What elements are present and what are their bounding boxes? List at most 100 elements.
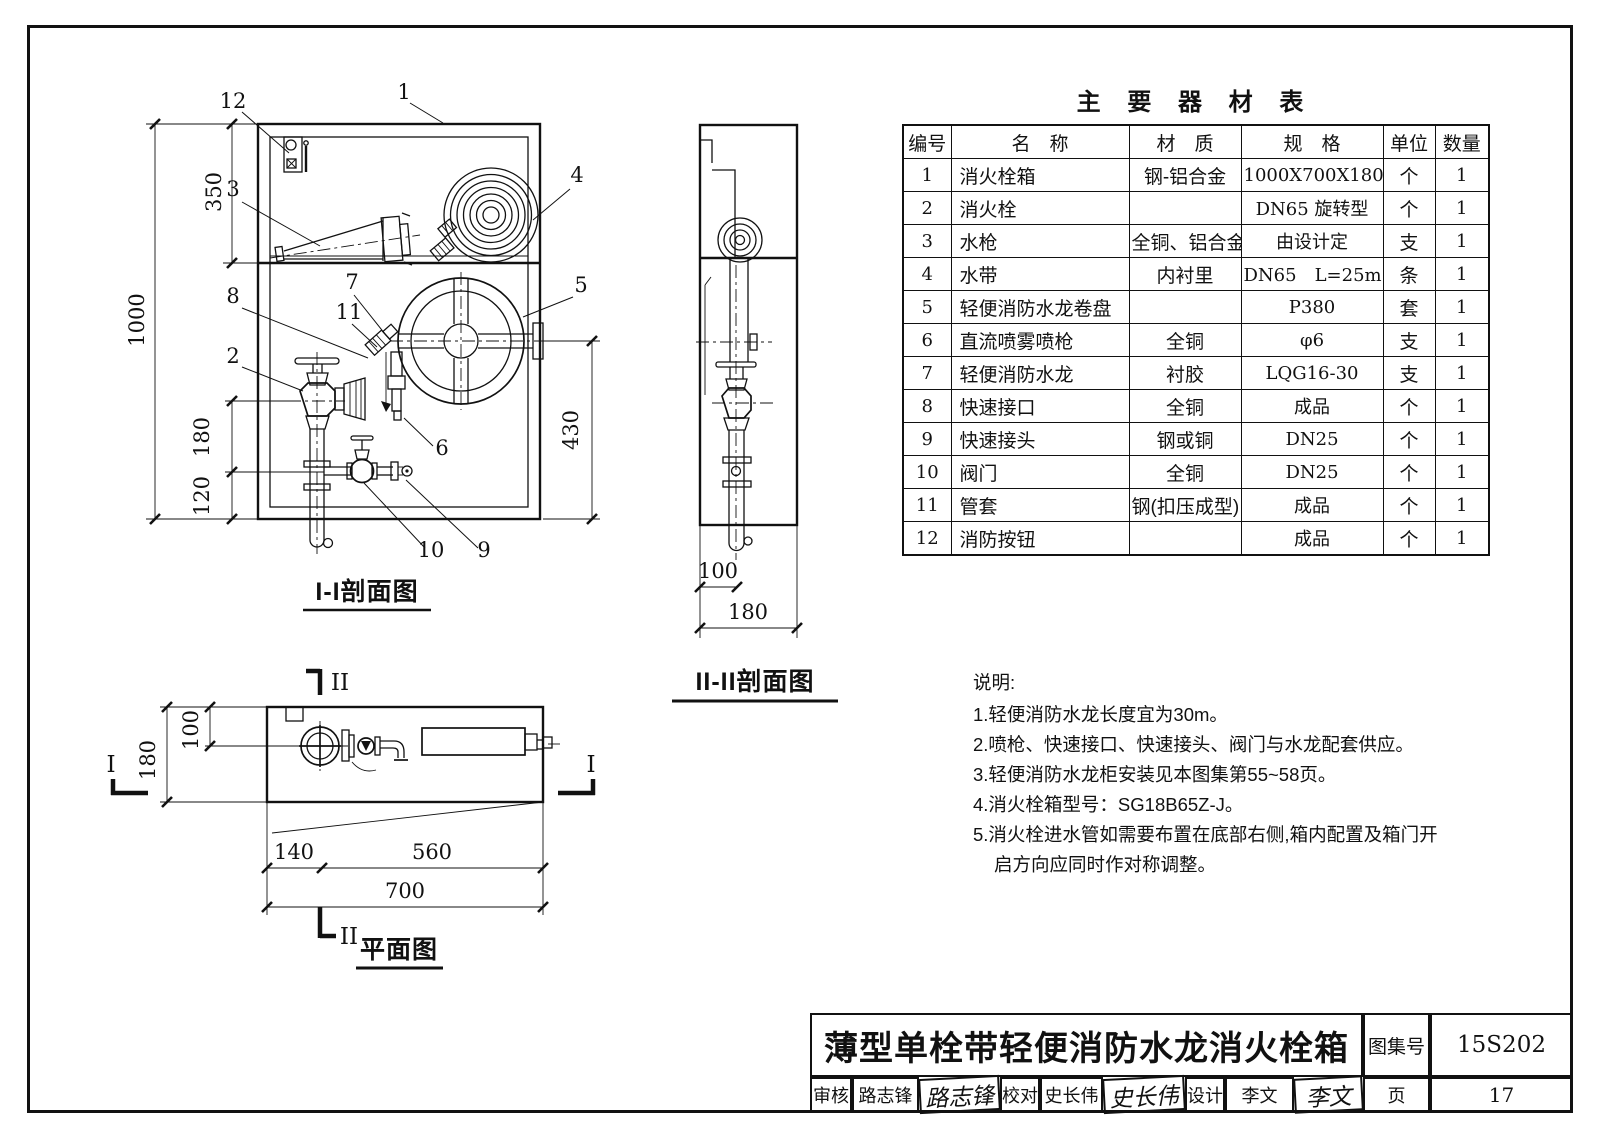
note-item: 2.喷枪、快速接口、快速接头、阀门与水龙配套供应。 [973, 734, 1414, 755]
designer-name: 李文 [1225, 1077, 1294, 1112]
col-header-unit: 单位 [1382, 124, 1436, 159]
notes-title: 说明: [973, 672, 1016, 693]
design-label: 设计 [1185, 1077, 1225, 1112]
mark-i-right: I [586, 752, 595, 778]
branch-valve [225, 435, 413, 484]
note-item: 5.消火栓进水管如需要布置在底部右侧,箱内配置及箱门开启方向应同时作对称调整。 [973, 824, 1438, 875]
reel-axle-bracket [532, 322, 544, 360]
dim-100-ii: 100 [698, 559, 738, 583]
mark-ii-bottom: II [340, 924, 358, 950]
part-label-8: 8 [226, 284, 239, 308]
col-header-spec: 规 格 [1240, 124, 1384, 159]
riser-side-view [696, 258, 775, 560]
cabinet-plan-outline [265, 705, 545, 804]
note-item: 4.消火栓箱型号：SG18B65Z-J。 [973, 794, 1244, 815]
atlas-no-label: 图集号 [1363, 1013, 1430, 1077]
dimension-lines-ii [694, 525, 803, 638]
dimension-lines [146, 118, 600, 525]
dim-700-plan: 700 [385, 879, 425, 903]
part-label-4: 4 [570, 163, 583, 187]
note-item: 3.轻便消防水龙柜安装见本图集第55~58页。 [973, 764, 1337, 785]
water-gun [269, 212, 421, 266]
dim-140-plan: 140 [274, 840, 314, 864]
hose-sleeve-connector [364, 323, 399, 357]
mark-ii-top: II [331, 670, 349, 696]
page-label: 页 [1363, 1077, 1430, 1112]
title-block: 薄型单栓带轻便消防水龙消火栓箱 图集号 15S202 审核 路志锋 路志锋 校对… [810, 1013, 1573, 1115]
part-label-6: 6 [435, 436, 448, 460]
mark-i-left: I [106, 752, 115, 778]
spray-nozzle-gun [381, 351, 406, 421]
part-label-5: 5 [574, 273, 587, 297]
coil-side-view [717, 217, 763, 263]
part-label-12: 12 [220, 89, 247, 113]
part-label-11: 11 [336, 300, 363, 324]
leader-lines [241, 102, 574, 549]
notes-section: 说明: 1.轻便消防水龙长度宜为30m。 2.喷枪、快速接口、快速接头、阀门与水… [973, 668, 1451, 880]
section-cut-marks [110, 668, 596, 939]
table-header-row: 编号 名 称 材 质 规 格 单位 数量 [902, 124, 1490, 159]
check-label: 校对 [1000, 1077, 1040, 1112]
section-i-i-caption: I-I剖面图 [315, 578, 418, 606]
section-ii-ii-view: 100 180 II-II剖面图 [672, 123, 838, 703]
checker-name: 史长伟 [1040, 1077, 1103, 1112]
coiled-hose [429, 167, 539, 263]
atlas-no-value: 15S202 [1430, 1013, 1573, 1077]
dim-100-plan: 100 [179, 710, 203, 750]
col-header-material: 材 质 [1128, 124, 1242, 159]
plan-caption: 平面图 [360, 936, 438, 964]
checker-signature: 史长伟 [1102, 1074, 1186, 1115]
review-label: 审核 [810, 1077, 852, 1112]
valve-wheel-plan [293, 721, 348, 771]
reel-plan [421, 727, 560, 756]
reviewer-name: 路志锋 [852, 1077, 919, 1112]
hose-reel [390, 272, 556, 410]
valve-body-plan [341, 729, 408, 772]
dim-560-plan: 560 [412, 840, 452, 864]
cabinet-inner-line [269, 136, 529, 508]
col-header-no: 编号 [902, 124, 952, 159]
dim-180-ii: 180 [728, 600, 768, 624]
cabinet-outline [256, 122, 542, 521]
hose-coupling [429, 218, 458, 262]
section-ii-ii-caption: II-II剖面图 [695, 668, 814, 696]
dim-1000: 1000 [125, 293, 149, 346]
reviewer-signature: 路志锋 [918, 1074, 1001, 1115]
col-header-qty: 数量 [1434, 124, 1490, 159]
dimension-lines-plan [160, 701, 549, 915]
designer-signature: 李文 [1293, 1075, 1364, 1114]
part-label-10: 10 [418, 538, 445, 562]
drawing-title: 薄型单栓带轻便消防水龙消火栓箱 [810, 1013, 1363, 1077]
sheet-border [27, 25, 1573, 1113]
dim-180: 180 [190, 417, 214, 457]
col-header-name: 名 称 [950, 124, 1130, 159]
plan-view: II II I I 180 100 [106, 668, 596, 970]
part-label-7: 7 [345, 270, 358, 294]
part-label-9: 9 [477, 538, 490, 562]
part-label-2: 2 [226, 344, 239, 368]
dim-180-plan: 180 [136, 740, 160, 780]
note-item: 1.轻便消防水龙长度宜为30m。 [973, 704, 1228, 725]
dim-430: 430 [559, 410, 583, 450]
part-label-1: 1 [397, 80, 410, 104]
dim-350: 350 [202, 172, 226, 212]
section-i-i-view: 12 1 3 4 8 7 11 2 5 6 10 9 [125, 80, 600, 612]
fire-button [283, 136, 309, 173]
page-number: 17 [1430, 1077, 1573, 1112]
